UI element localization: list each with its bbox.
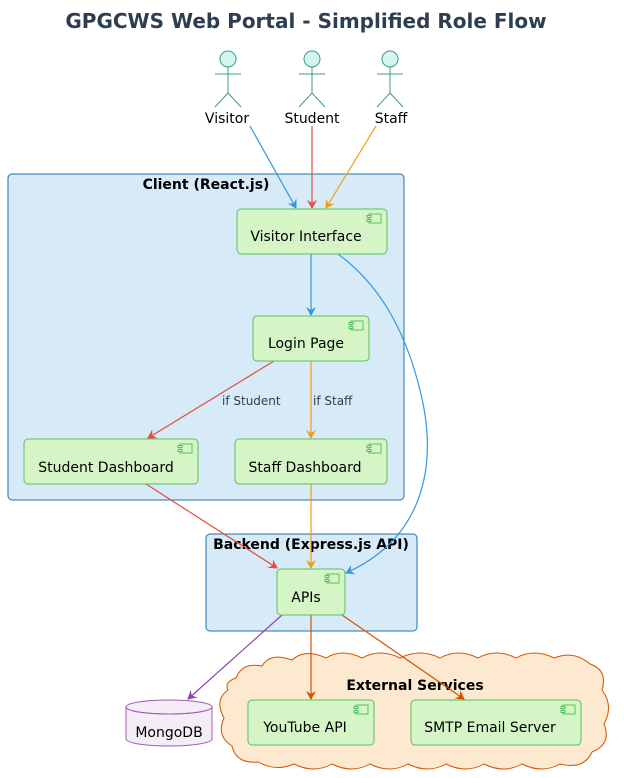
- component-label-smtp-server: SMTP Email Server: [424, 720, 556, 736]
- edge-apis-to-smtp: [341, 614, 465, 700]
- component-login-page: Login Page: [252, 315, 370, 362]
- edges: [145, 125, 465, 700]
- actor-label-staff: Staff: [375, 111, 408, 127]
- component-label-student-dashboard: Student Dashboard: [38, 460, 174, 476]
- edge-interface-to-apis: [337, 253, 428, 575]
- actor-label-visitor: Visitor: [205, 111, 249, 127]
- database-icon: [125, 699, 213, 747]
- actor-student: Student: [284, 50, 340, 127]
- diagram-title: GPGCWS Web Portal - Simplified Role Flow: [65, 9, 546, 33]
- component-label-youtube-api: YouTube API: [262, 720, 347, 736]
- actor-visitor: Visitor: [205, 50, 249, 127]
- component-student-dashboard: Student Dashboard: [23, 438, 199, 485]
- component-label-apis: APIs: [291, 590, 320, 606]
- actor-label-student: Student: [284, 111, 340, 127]
- client-group-title: Client (React.js): [143, 177, 270, 193]
- component-apis: APIs: [276, 568, 346, 616]
- edge-staff-to-interface: [325, 125, 377, 209]
- component-visitor-interface: Visitor Interface: [236, 208, 388, 255]
- edge-visitor-to-interface: [249, 125, 297, 209]
- edge-apis-to-mongodb: [187, 614, 283, 700]
- actor-staff: Staff: [375, 50, 408, 127]
- stick-figure-icon: [214, 50, 242, 108]
- stick-figure-icon: [298, 50, 326, 108]
- client-group: Client (React.js): [7, 173, 405, 501]
- edge-login-to-student: [147, 360, 275, 439]
- database-mongodb: MongoDB: [125, 699, 213, 747]
- edge-label-if-student: if Student: [222, 394, 281, 408]
- component-staff-dashboard: Staff Dashboard: [234, 438, 388, 485]
- stick-figure-icon: [376, 50, 404, 108]
- edge-label-if-staff: if Staff: [313, 394, 353, 408]
- component-youtube-api: YouTube API: [247, 699, 375, 746]
- external-services-title: External Services: [346, 678, 483, 694]
- component-label-staff-dashboard: Staff Dashboard: [248, 460, 361, 476]
- component-label-visitor-interface: Visitor Interface: [250, 229, 361, 245]
- edge-student-to-apis: [145, 483, 278, 569]
- component-label-login-page: Login Page: [268, 336, 344, 352]
- component-smtp-server: SMTP Email Server: [410, 699, 582, 746]
- database-label: MongoDB: [135, 725, 202, 741]
